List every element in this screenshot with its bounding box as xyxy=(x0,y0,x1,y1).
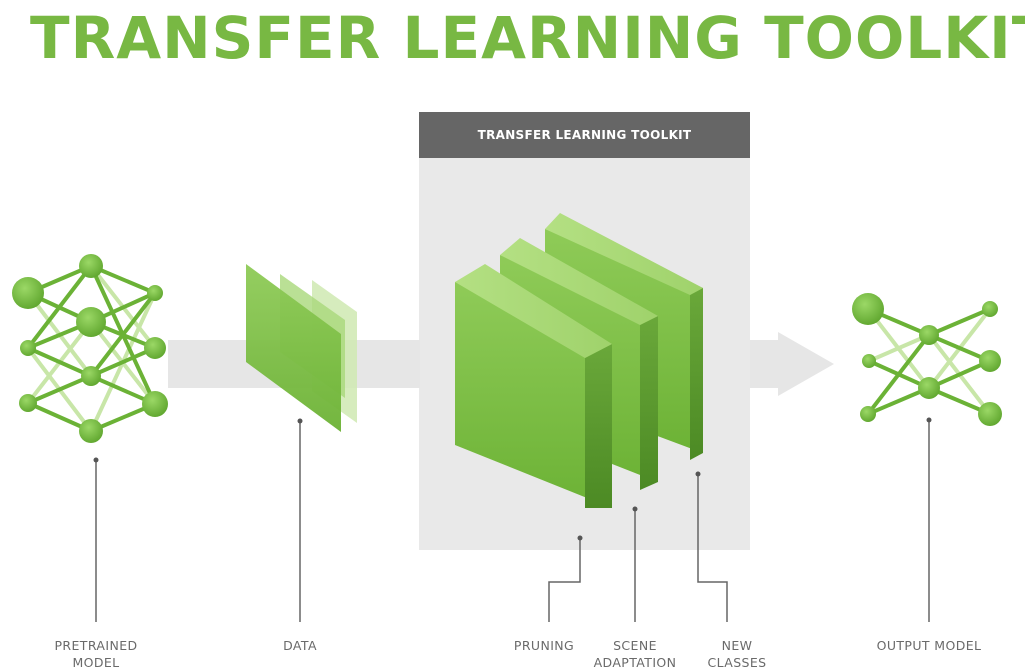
label-data: DATA xyxy=(283,638,317,653)
page-title: TRANSFER LEARNING TOOLKIT xyxy=(30,4,1025,72)
neural-network-icon xyxy=(12,254,168,443)
label-scene-adaptation: SCENE ADAPTATION xyxy=(593,638,677,670)
output-network-icon xyxy=(852,293,1002,426)
data-layers-icon xyxy=(246,264,357,432)
leader-lines xyxy=(95,420,930,622)
label-pretrained-model: PRETRAINED MODEL xyxy=(54,638,138,670)
label-pruning: PRUNING xyxy=(513,638,575,653)
toolkit-header: TRANSFER LEARNING TOOLKIT xyxy=(419,112,750,158)
label-new-classes: NEW CLASSES xyxy=(707,638,767,670)
pruning-block xyxy=(455,264,612,508)
leader-dots xyxy=(93,417,932,541)
label-output-model: OUTPUT MODEL xyxy=(876,638,982,653)
